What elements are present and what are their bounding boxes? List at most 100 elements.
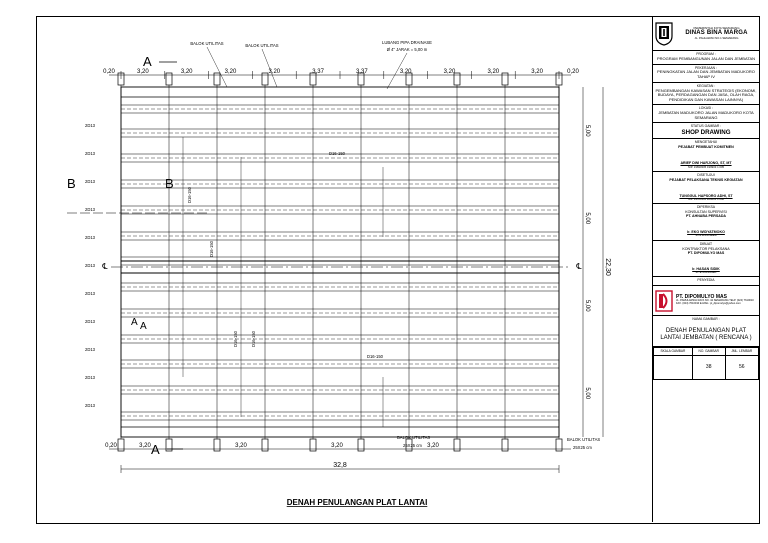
title-block: PEMERINTAH KOTA SEMARANG DINAS BINA MARG…	[652, 17, 760, 522]
sheet-info-table: SKALA GAMBAR NO. GAMBAR JML. LEMBAR 38 5…	[653, 346, 760, 381]
rebar-label: D16-150	[209, 240, 214, 257]
penyedia-label: PENYEDIA	[697, 278, 715, 283]
pptk-nip: NIP. 19780105 200801 1 008	[687, 196, 725, 201]
kontraktor-title: SITE MANAGER	[695, 269, 717, 274]
dim-top-label: 3,37	[312, 69, 324, 75]
slab-outline	[120, 86, 560, 438]
skala-label: SKALA GAMBAR	[653, 346, 693, 357]
signature-space	[655, 255, 757, 267]
dim-top-label: 3,20	[181, 69, 193, 75]
nama-gambar-label: NAMA GAMBAR :	[692, 317, 720, 321]
rebar-label: D16-150	[367, 354, 384, 359]
program-section: PROGRAM : PROGRAM PEMBANGUNAN JALAN DAN …	[653, 51, 759, 65]
skala-value	[653, 355, 693, 381]
supervisi-company: PT. AHNABA PERSADA	[685, 214, 727, 219]
dim-top-label: 3,20	[225, 69, 237, 75]
rebar-label: D16-150	[329, 151, 346, 156]
dim-right-label: 5,00	[584, 212, 590, 224]
diperiksa-section: DIPERIKSA KONSULTAN SUPERVISI PT. AHNABA…	[653, 204, 759, 241]
support-cap-bottom	[165, 438, 173, 452]
dim-top-left-label: 0,20	[103, 69, 115, 75]
callout-balok-utilitas-1: BALOK UTILITAS	[190, 41, 223, 46]
row-label: 2D13	[85, 207, 96, 212]
row-label: 2D13	[85, 235, 96, 240]
lokasi-value: JEMBATAN MADUKORO JALAN MADUKORO KOTA SE…	[658, 110, 754, 120]
signature-space	[655, 182, 757, 194]
status-value: SHOP DRAWING	[681, 129, 731, 137]
row-label: 2D13	[85, 123, 96, 128]
leader-line	[206, 46, 228, 88]
callout-balok-utilitas-bottom-2: BALOK UTILITAS	[567, 437, 600, 442]
row-label: 2D13	[85, 347, 96, 352]
dim-top-right-label: 0,20	[567, 69, 579, 75]
support-cap-bottom	[405, 438, 413, 452]
dim-total-bottom-label: 32,8	[333, 462, 347, 469]
mengetahui-section: MENGETAHUI PEJABAT PEMBUAT KOMITMEN ARIE…	[653, 139, 759, 172]
ppk-nip: NIP. 19690305 199903 1 005	[687, 164, 725, 169]
support-cap-bottom	[117, 438, 125, 452]
mengetahui-role: PEJABAT PEMBUAT KOMITMEN	[678, 145, 734, 150]
dim-right-label: 5,00	[584, 125, 590, 137]
section-mark-b-left: B	[67, 176, 76, 191]
support-cap-top	[405, 72, 413, 86]
no-gambar-label: NO. GAMBAR	[691, 346, 726, 357]
kegiatan-value: PENGEMBANGAN KAWASAN STRATEGIS (EKONOMI,…	[655, 87, 757, 102]
support-cap-bottom	[501, 438, 509, 452]
dim-right-label: 5,00	[584, 300, 590, 312]
penyedia-section: PENYEDIA	[653, 277, 759, 286]
section-mark-a-mid: A	[131, 317, 138, 328]
leader-line	[386, 52, 408, 90]
dim-top-label: 3,20	[400, 69, 412, 75]
callout-lubang-pipa: LUBANG PIPA DRAINASE	[382, 40, 432, 45]
rebar-label: D16-150	[187, 186, 192, 203]
row-label: 2D13	[85, 179, 96, 184]
section-mark-a-top: A	[143, 54, 152, 69]
agency-super: PEMERINTAH KOTA SEMARANG	[693, 25, 740, 30]
rebar-label: D16-150	[251, 330, 256, 347]
signature-space	[655, 149, 757, 161]
contractor-name: PT. DIPOMULYO MAS	[676, 293, 727, 300]
row-label: 2D13	[85, 319, 96, 324]
dim-bottom-label: 3,20	[139, 443, 151, 449]
dim-top-label: 3,37	[356, 69, 368, 75]
contractor-header: PT. DIPOMULYO MAS JL. PAMULARSIH RAYA NO…	[653, 286, 759, 316]
support-cap-top	[309, 72, 317, 86]
dim-right-label: 5,00	[584, 387, 590, 399]
kegiatan-section: KEGIATAN : PENGEMBANGAN KAWASAN STRATEGI…	[653, 83, 759, 106]
section-mark-a-mid: A	[140, 321, 147, 332]
agency-header: PEMERINTAH KOTA SEMARANG DINAS BINA MARG…	[653, 17, 759, 51]
disetujui-section: DISETUJUI PEJABAT PELAKSANA TEKNIS KEGIA…	[653, 172, 759, 205]
dim-top-label: 3,20	[137, 69, 149, 75]
mengetahui-label: MENGETAHUI	[694, 140, 718, 145]
support-cap-bottom	[453, 438, 461, 452]
dim-bottom-label: 3,20	[331, 443, 343, 449]
supervisi-title: SITE ENGINEER	[695, 233, 717, 238]
dibuat-label: DIBUAT	[699, 241, 713, 246]
kontraktor-company: PT. DIPOMULYO MAS	[687, 250, 725, 255]
pptk-name: TUNGGUL HAPSORO ADHI, ST	[679, 193, 733, 198]
diperiksa-role: KONSULTAN SUPERVISI	[685, 210, 727, 215]
dim-bottom-label: 3,20	[427, 443, 439, 449]
lokasi-label: LOKASI :	[698, 106, 714, 111]
drawing-name: DENAH PENULANGAN PLAT LANTAI JEMBATAN ( …	[653, 324, 759, 347]
jml-lembar-value: 56	[724, 355, 760, 381]
rebar-label: D16-150	[233, 330, 238, 347]
callout-lubang-pipa-spec: Ø 4" JARAK = 5,00 m	[387, 47, 428, 52]
status-section: STATUS GAMBAR : SHOP DRAWING	[653, 123, 759, 140]
centerline-mark-left: ℄	[101, 262, 108, 271]
row-label: 2D13	[85, 403, 96, 408]
city-emblem-icon	[655, 21, 673, 46]
callout-balok-utilitas-bottom-2-spec: 25X25 cm	[573, 445, 592, 450]
ppk-name: ARIEF DWI HARJONO, ST, MT	[680, 161, 732, 166]
dim-bottom-label: 3,20	[235, 443, 247, 449]
support-cap-bottom	[357, 438, 365, 452]
pekerjaan-section: PEKERJAAN : PENINGKATAN JALAN DAN JEMBAT…	[653, 65, 759, 83]
jml-lembar-label: JML. LEMBAR	[724, 346, 760, 357]
kontraktor-name: Ir. HASAN SIDIK	[692, 266, 720, 271]
support-cap-top	[357, 72, 365, 86]
no-gambar-value: 38	[691, 355, 726, 381]
callout-balok-utilitas-2: BALOK UTILITAS	[245, 43, 278, 48]
status-label: STATUS GAMBAR :	[690, 124, 722, 129]
